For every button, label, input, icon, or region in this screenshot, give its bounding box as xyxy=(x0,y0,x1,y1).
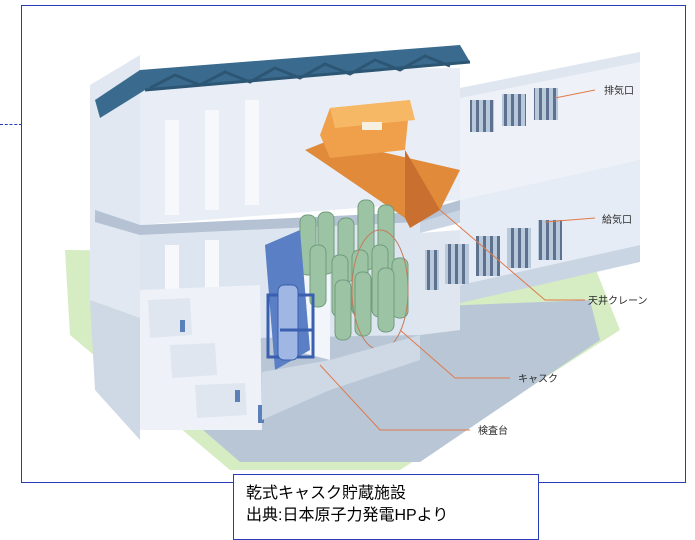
label-crane: 天井クレーン xyxy=(588,294,648,307)
roof-truss xyxy=(95,45,471,118)
label-cask: キャスク xyxy=(518,373,558,385)
caption-title: 乾式キャスク貯蔵施設 xyxy=(246,485,407,502)
dashed-connector xyxy=(0,124,22,125)
floor-slab xyxy=(95,200,460,235)
leader-inspection xyxy=(319,364,470,431)
caption-source: 出典:日本原子力発電HPより xyxy=(246,507,449,524)
exhaust-vents xyxy=(470,88,558,132)
intake-vents xyxy=(425,220,562,290)
label-inspection: 検査台 xyxy=(478,424,508,437)
leader-exhaust xyxy=(554,89,596,99)
leader-cask xyxy=(399,329,510,379)
inspection-stand xyxy=(265,230,315,370)
leader-intake xyxy=(544,217,596,223)
ground-floor-rooms xyxy=(140,285,264,430)
lower-front-floor xyxy=(262,335,420,420)
label-intake: 給気口 xyxy=(602,213,632,226)
overhead-crane xyxy=(305,100,460,228)
leader-lines xyxy=(319,89,596,431)
building-left-wing xyxy=(90,55,140,440)
caption-box: 乾式キャスク貯蔵施設 出典:日本原子力発電HPより xyxy=(233,474,539,540)
label-exhaust: 排気口 xyxy=(604,84,634,97)
leader-crane xyxy=(439,209,585,301)
